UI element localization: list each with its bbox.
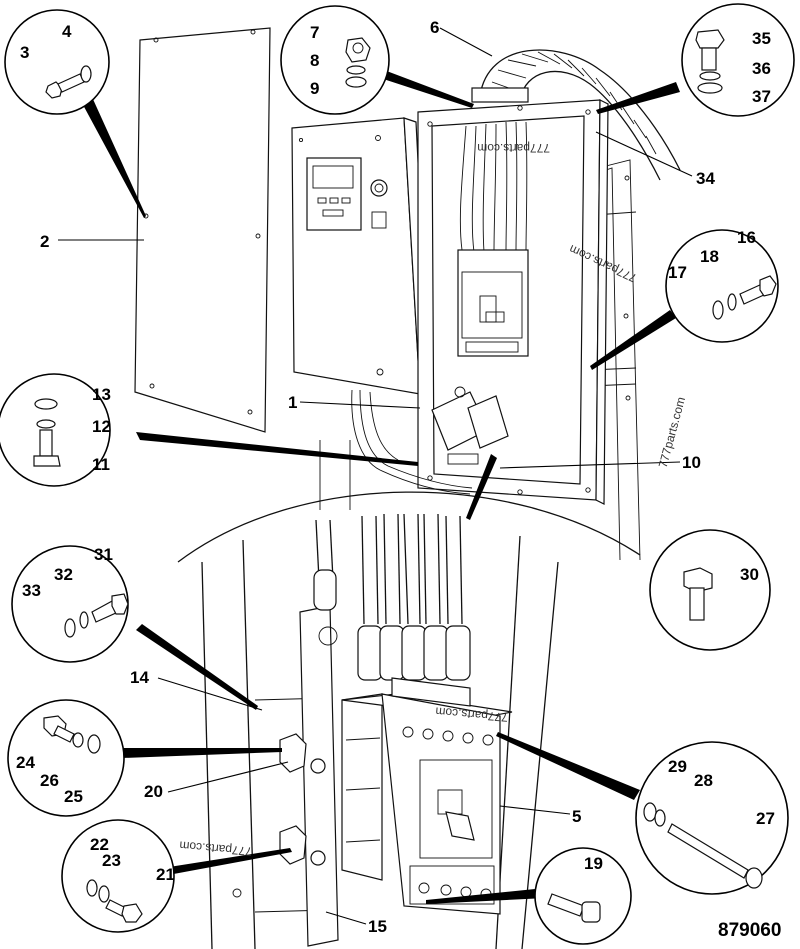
callout-number: 27 [756,809,775,828]
callout-number: 30 [740,565,759,584]
callout-number: 18 [700,247,719,266]
callout-number: 37 [752,87,771,106]
watermark-text: 777parts.com [477,141,550,155]
control-box [291,117,431,399]
callout-number: 32 [54,565,73,584]
callout-number: 17 [668,263,687,282]
detail-view-boundary [177,491,641,563]
callout-number: 1 [288,393,297,412]
callout-number: 10 [682,453,701,472]
callout-number: 20 [144,782,163,801]
callout-circle-11-12-13 [0,373,111,487]
callout-circle-31-32-33 [11,545,129,663]
watermark-text: 777parts.com [435,704,509,724]
callout-number: 3 [20,43,29,62]
callout-number: 12 [92,417,111,436]
callout-number: 7 [310,23,319,42]
callout-number: 23 [102,851,121,870]
watermark-text: 777parts.com [179,838,253,858]
callout-number: 29 [668,757,687,776]
callout-number: 34 [696,169,715,188]
cover-panel [134,27,271,433]
mounting-bar [299,605,339,947]
callout-number: 14 [130,668,149,687]
flex-conduit [479,49,681,181]
circuit-breaker [341,677,513,915]
callout-circle-24-25-26 [7,699,125,817]
callout-number: 9 [310,79,319,98]
callout-number: 21 [156,865,175,884]
callout-labels: 1 2 3 4 5 6 7 8 9 10 11 12 13 14 15 16 1… [16,18,775,936]
callout-number: 26 [40,771,59,790]
callout-circle-30 [649,529,771,651]
callout-number: 4 [62,22,72,41]
cable-run [351,389,473,495]
callout-circle-27-28-29 [635,741,789,895]
callout-circle-16-17-18 [665,229,779,343]
callout-number: 19 [584,854,603,873]
callout-number: 33 [22,581,41,600]
callout-number: 2 [40,232,49,251]
callout-number: 28 [694,771,713,790]
callout-number: 31 [94,545,113,564]
callout-circle-19 [534,847,632,945]
main-enclosure [417,87,609,505]
document-number: 879060 [718,920,781,941]
callout-number: 11 [92,455,110,474]
callout-number: 16 [737,228,756,247]
callout-circle-21-22-23 [61,819,175,933]
callout-number: 24 [16,753,35,772]
callout-number: 8 [310,51,319,70]
leader-wedges [82,64,680,904]
detail-cables [313,513,471,681]
callout-number: 13 [92,385,111,404]
callout-number: 5 [572,807,581,826]
callout-number: 6 [430,18,439,37]
callout-number: 15 [368,917,387,936]
leader-lines [58,27,693,925]
callout-number: 35 [752,29,771,48]
callout-number: 36 [752,59,771,78]
callout-number: 25 [64,787,83,806]
callout-circle-7-8-9 [280,5,390,115]
callout-circle-35-36-37 [681,3,795,117]
callout-circle-3-4 [4,9,110,115]
callout-number: 22 [90,835,109,854]
